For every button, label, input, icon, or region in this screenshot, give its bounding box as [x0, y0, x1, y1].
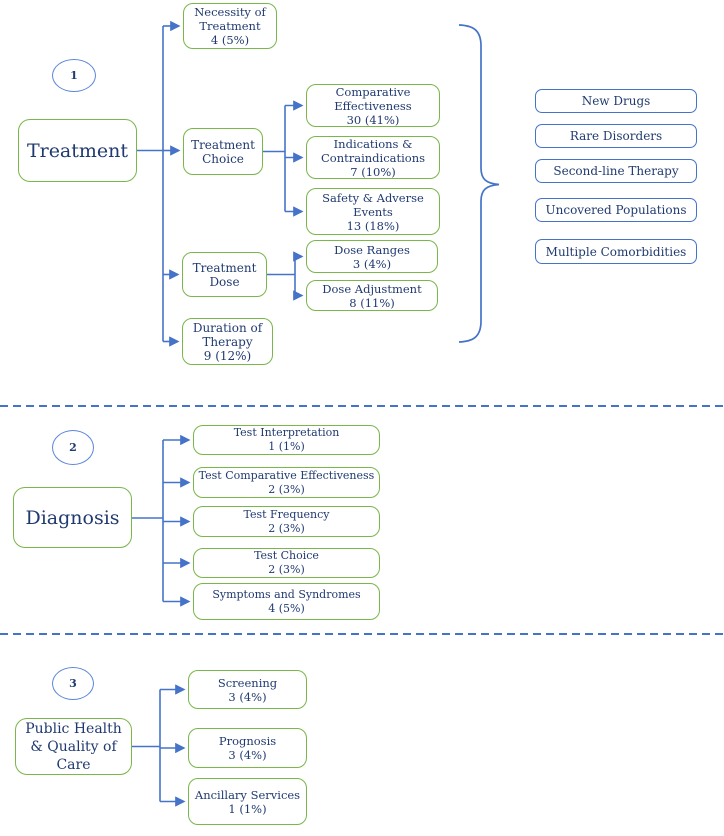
callout-label: New Drugs [581, 94, 651, 108]
section-number: 3 [69, 677, 77, 690]
node-label: Dose Adjustment [322, 281, 422, 296]
node-public-health-root: Public Health & Quality of Care [15, 718, 132, 775]
node-count: 9 (12%) [203, 348, 252, 363]
node-indications-contraindications: Indications & Contraindications 7 (10%) [306, 136, 440, 179]
callout-uncovered-populations: Uncovered Populations [535, 198, 697, 222]
node-label: Treatment Choice [191, 137, 255, 166]
node-count: 13 (18%) [346, 218, 400, 233]
node-test-choice: Test Choice 2 (3%) [193, 548, 380, 578]
callout-label: Second-line Therapy [553, 164, 679, 178]
node-treatment-root: Treatment [18, 119, 137, 182]
section-2-number-circle: 2 [52, 430, 94, 465]
section-3-number-circle: 3 [52, 667, 94, 700]
callout-rare-disorders: Rare Disorders [535, 124, 697, 148]
node-label: Indications & Contraindications [320, 136, 426, 165]
node-necessity-of-treatment: Necessity of Treatment 4 (5%) [183, 3, 277, 49]
curly-brace [458, 24, 500, 343]
node-count: 3 (4%) [228, 748, 267, 762]
section-number: 1 [70, 69, 78, 82]
node-test-interpretation: Test Interpretation 1 (1%) [193, 425, 380, 455]
node-count: 7 (10%) [350, 164, 396, 179]
node-count: 8 (11%) [349, 295, 395, 310]
node-count: 2 (3%) [268, 482, 305, 496]
section-1-number-circle: 1 [52, 59, 96, 92]
section-number: 2 [69, 441, 77, 454]
callout-second-line-therapy: Second-line Therapy [535, 159, 697, 183]
node-test-frequency: Test Frequency 2 (3%) [193, 506, 380, 537]
node-dose-ranges: Dose Ranges 3 (4%) [306, 240, 438, 273]
node-screening: Screening 3 (4%) [188, 670, 307, 709]
node-treatment-dose: Treatment Dose [182, 252, 267, 297]
callout-new-drugs: New Drugs [535, 89, 697, 113]
node-label: Test Comparative Effectiveness [198, 468, 375, 482]
node-treatment-choice: Treatment Choice [183, 128, 263, 175]
node-label: Diagnosis [25, 506, 120, 529]
callout-label: Multiple Comorbidities [545, 244, 687, 259]
node-count: 3 (4%) [228, 689, 267, 704]
node-dose-adjustment: Dose Adjustment 8 (11%) [306, 280, 438, 311]
node-count: 30 (41%) [346, 112, 400, 127]
node-prognosis: Prognosis 3 (4%) [188, 728, 307, 768]
node-diagnosis-root: Diagnosis [13, 487, 132, 548]
node-count: 2 (3%) [268, 521, 305, 535]
callout-label: Rare Disorders [569, 129, 663, 143]
node-count: 2 (3%) [268, 563, 305, 576]
node-label: Treatment Dose [192, 260, 257, 289]
node-label: Duration of Therapy [192, 320, 263, 349]
node-label: Symptoms and Syndromes [212, 587, 361, 601]
callout-label: Uncovered Populations [545, 203, 687, 217]
node-label: Test Choice [254, 549, 319, 562]
node-symptoms-and-syndromes: Symptoms and Syndromes 4 (5%) [193, 583, 380, 620]
node-label: Ancillary Services [194, 787, 301, 802]
node-count: 4 (5%) [210, 33, 250, 47]
node-count: 1 (1%) [228, 801, 267, 816]
node-duration-of-therapy: Duration of Therapy 9 (12%) [182, 318, 273, 365]
node-label: Comparative Effectiveness [334, 84, 412, 113]
node-label: Test Interpretation [233, 426, 340, 439]
node-test-comparative-effectiveness: Test Comparative Effectiveness 2 (3%) [193, 467, 380, 498]
callout-multiple-comorbidities: Multiple Comorbidities [535, 239, 697, 264]
node-label: Screening [217, 675, 278, 690]
node-comparative-effectiveness: Comparative Effectiveness 30 (41%) [306, 84, 440, 127]
node-count: 4 (5%) [268, 601, 305, 615]
node-label: Safety & Adverse Events [322, 190, 424, 219]
node-label: Dose Ranges [334, 242, 410, 257]
node-label: Necessity of Treatment [194, 5, 266, 33]
node-count: 3 (4%) [352, 256, 392, 271]
node-label: Prognosis [218, 734, 277, 748]
node-count: 1 (1%) [268, 440, 305, 453]
node-label: Test Frequency [243, 507, 330, 521]
node-label: Treatment [26, 139, 129, 162]
node-safety-adverse-events: Safety & Adverse Events 13 (18%) [306, 188, 440, 235]
node-ancillary-services: Ancillary Services 1 (1%) [188, 778, 307, 825]
node-label: Public Health & Quality of Care [25, 720, 122, 773]
